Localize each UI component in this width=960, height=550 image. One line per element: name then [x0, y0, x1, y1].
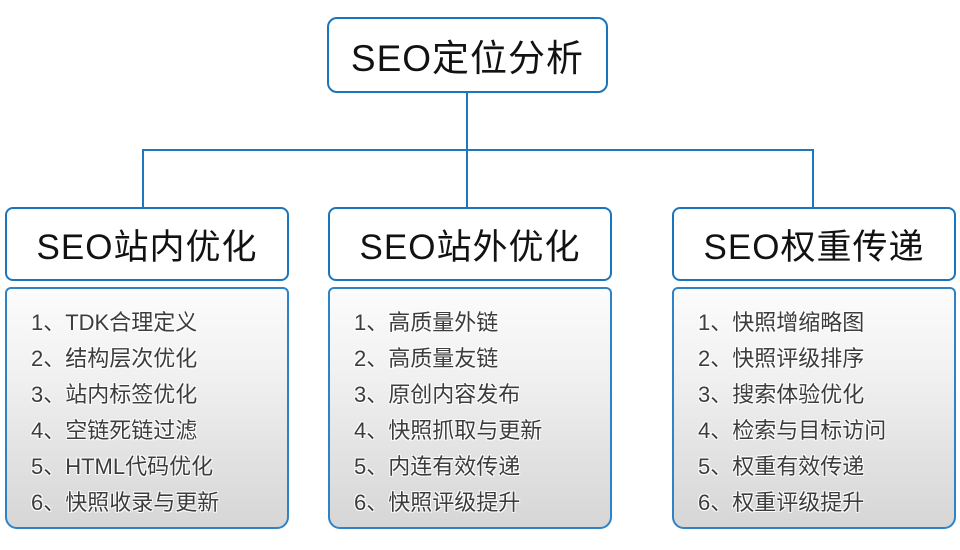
- list-item: 4、快照抓取与更新: [354, 418, 543, 443]
- list-item: 1、快照增缩略图: [698, 310, 865, 335]
- list-item: 5、内连有效传递: [354, 454, 521, 479]
- column-header-box: SEO权重传递: [672, 207, 956, 281]
- column-title: SEO站内优化: [36, 227, 258, 267]
- list-item: 4、空链死链过滤: [31, 418, 198, 443]
- column-header-box: SEO站外优化: [328, 207, 612, 281]
- column-weight-transfer: SEO权重传递 1、快照增缩略图 2、快照评级排序 3、搜索体验优化 4、检索与…: [672, 207, 956, 529]
- column-offsite: SEO站外优化 1、高质量外链 2、高质量友链 3、原创内容发布 4、快照抓取与…: [328, 207, 612, 529]
- list-item: 1、高质量外链: [354, 310, 499, 335]
- list-item: 2、高质量友链: [354, 346, 499, 371]
- list-item: 4、检索与目标访问: [698, 418, 887, 443]
- column-onsite: SEO站内优化 1、TDK合理定义 2、结构层次优化 3、站内标签优化 4、空链…: [5, 207, 289, 529]
- list-item: 3、原创内容发布: [354, 382, 521, 407]
- list-card: 1、快照增缩略图 2、快照评级排序 3、搜索体验优化 4、检索与目标访问 5、权…: [672, 287, 956, 529]
- list-item: 5、权重有效传递: [698, 454, 865, 479]
- list-item: 2、结构层次优化: [31, 346, 198, 371]
- connector-drop-right: [812, 150, 814, 208]
- list-item: 6、权重评级提升: [698, 490, 865, 515]
- column-title: SEO权重传递: [703, 227, 925, 267]
- connector-drop-left: [142, 150, 144, 208]
- root-node-label: SEO定位分析: [350, 38, 585, 79]
- column-header-box: SEO站内优化: [5, 207, 289, 281]
- list-item: 1、TDK合理定义: [31, 310, 198, 335]
- connector-drop-middle: [466, 150, 468, 208]
- root-node: SEO定位分析: [327, 17, 608, 93]
- list-item: 3、搜索体验优化: [698, 382, 865, 407]
- list-item: 6、快照评级提升: [354, 490, 521, 515]
- column-title: SEO站外优化: [359, 227, 581, 267]
- list-card: 1、TDK合理定义 2、结构层次优化 3、站内标签优化 4、空链死链过滤 5、H…: [5, 287, 289, 529]
- list-card: 1、高质量外链 2、高质量友链 3、原创内容发布 4、快照抓取与更新 5、内连有…: [328, 287, 612, 529]
- list-item: 3、站内标签优化: [31, 382, 198, 407]
- list-item: 6、快照收录与更新: [31, 490, 220, 515]
- connector-horizontal: [142, 149, 814, 151]
- list-item: 5、HTML代码优化: [31, 454, 214, 479]
- list-item: 2、快照评级排序: [698, 346, 865, 371]
- connector-root-stem: [466, 93, 468, 150]
